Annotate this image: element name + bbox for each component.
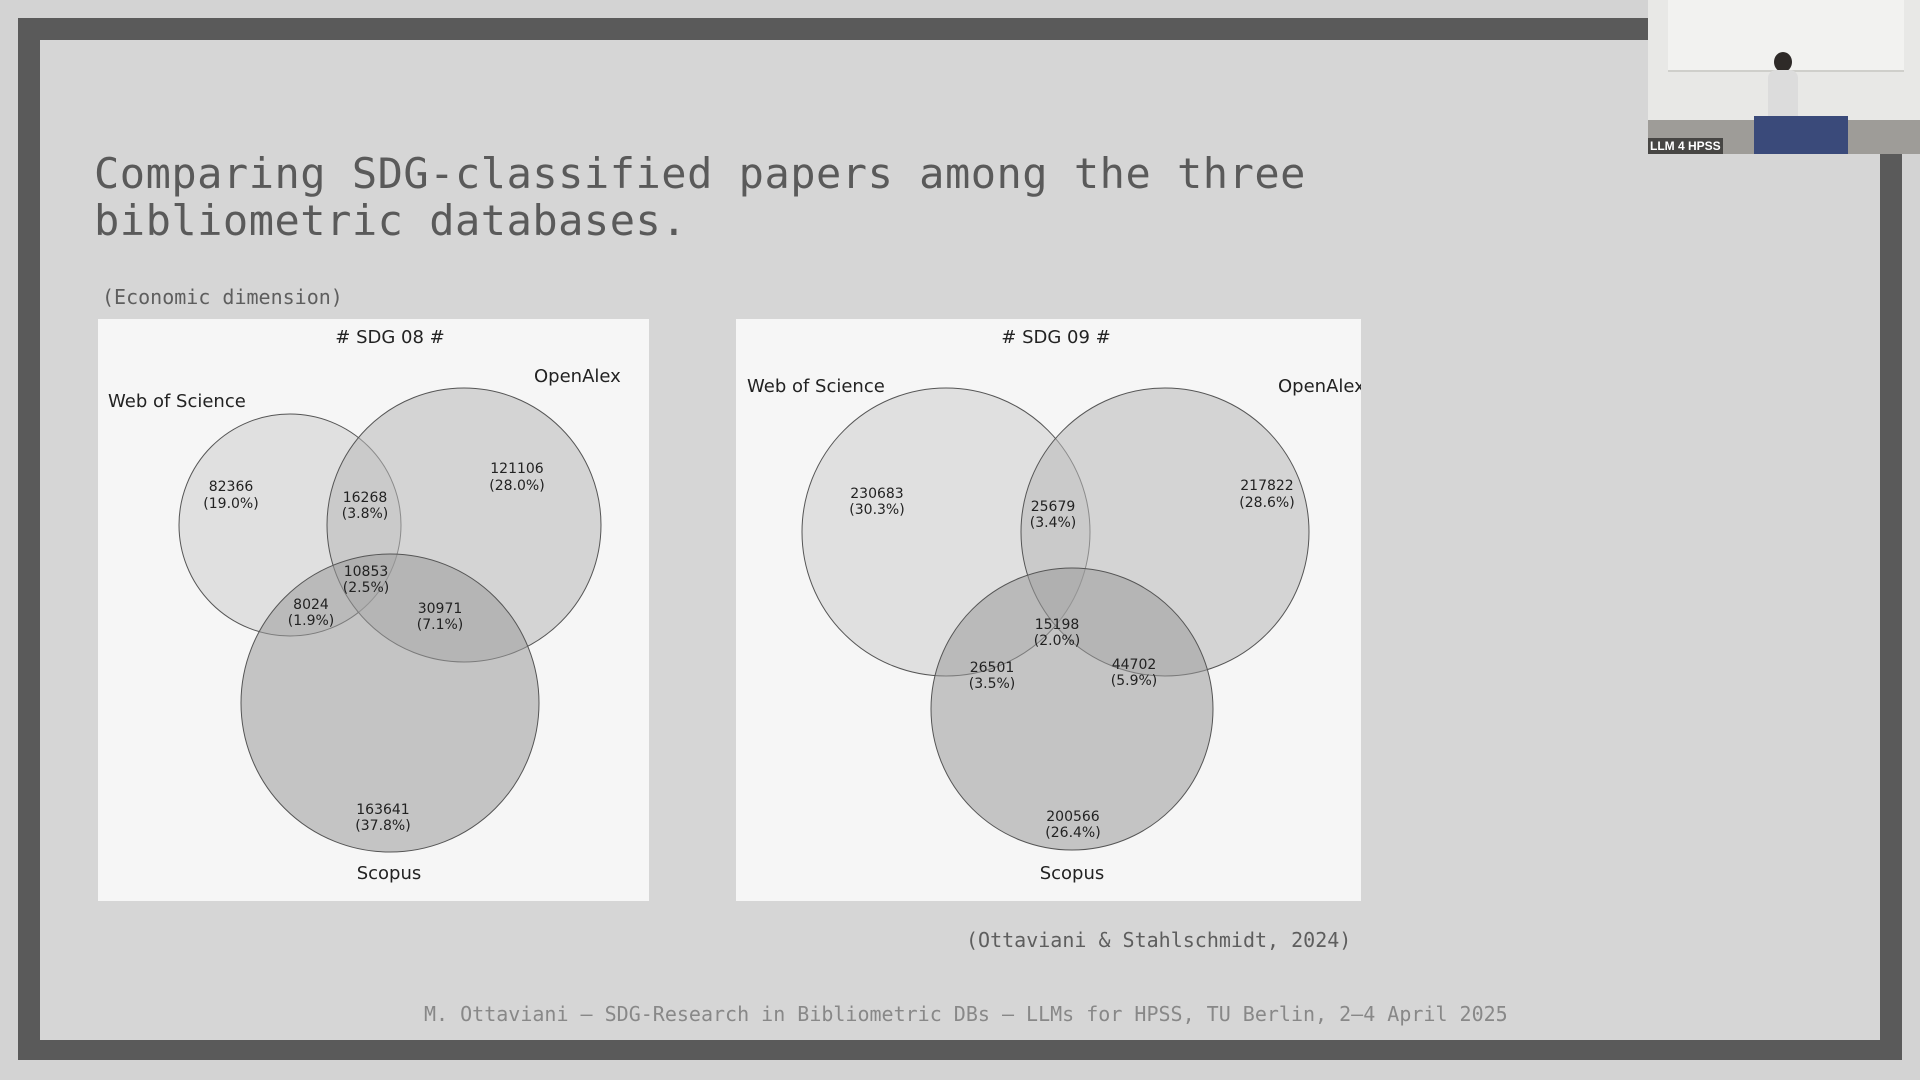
speaker-webcam: LLM 4 HPSS (1648, 0, 1920, 154)
region-percent: (2.0%) (1034, 633, 1081, 649)
region-count: 8024 (293, 597, 329, 613)
region-percent: (28.6%) (1239, 495, 1294, 511)
venn-panel-sdg09: # SDG 09 # Web of Science OpenAlex Scopu… (736, 319, 1361, 901)
venn-panel-sdg08: # SDG 08 # Web of Science OpenAlex Scopu… (98, 319, 649, 901)
region-count: 10853 (344, 564, 389, 580)
speaker-body (1768, 70, 1798, 120)
region-percent: (30.3%) (849, 502, 904, 518)
openalex-label: OpenAlex (534, 366, 621, 387)
region-percent: (19.0%) (203, 496, 258, 512)
region-count: 121106 (490, 461, 544, 477)
region-count: 26501 (970, 660, 1015, 676)
speaker-head (1774, 52, 1792, 72)
scopus-circle (240, 553, 540, 853)
region-percent: (37.8%) (355, 818, 410, 834)
region-percent: (3.8%) (342, 506, 389, 522)
scopus-label: Scopus (1040, 863, 1105, 884)
region-percent: (1.9%) (288, 613, 335, 629)
slide-footer: M. Ottaviani – SDG-Research in Bibliomet… (424, 1002, 1508, 1026)
region-count: 15198 (1035, 617, 1080, 633)
region-percent: (3.5%) (969, 676, 1016, 692)
wos-label: Web of Science (747, 376, 885, 397)
webcam-label: LLM 4 HPSS (1648, 138, 1723, 154)
region-count: 200566 (1046, 809, 1100, 825)
slide-title: Comparing SDG-classified papers among th… (94, 149, 1306, 245)
venn-diagram-sdg09: # SDG 09 # Web of Science OpenAlex Scopu… (747, 327, 1361, 884)
region-count: 25679 (1031, 499, 1076, 515)
region-count: 82366 (209, 479, 254, 495)
venn-diagram-sdg08: # SDG 08 # Web of Science OpenAlex Scopu… (108, 327, 621, 884)
region-count: 16268 (343, 490, 388, 506)
region-percent: (7.1%) (417, 617, 464, 633)
webcam-podium (1754, 116, 1848, 154)
region-percent: (5.9%) (1111, 673, 1158, 689)
venn-title: # SDG 09 # (1001, 327, 1110, 348)
openalex-label: OpenAlex (1278, 376, 1361, 397)
region-count: 44702 (1112, 657, 1157, 673)
wos-label: Web of Science (108, 391, 246, 412)
region-count: 163641 (356, 802, 409, 818)
region-count: 30971 (418, 601, 463, 617)
slide-subtitle: (Economic dimension) (102, 285, 343, 309)
slide: Comparing SDG-classified papers among th… (40, 40, 1880, 1040)
scopus-label: Scopus (357, 863, 422, 884)
region-percent: (2.5%) (343, 580, 390, 596)
venn-title: # SDG 08 # (335, 327, 444, 348)
region-percent: (28.0%) (489, 478, 544, 494)
region-count: 230683 (850, 486, 903, 502)
region-percent: (26.4%) (1045, 825, 1100, 841)
scopus-circle (930, 567, 1214, 851)
citation: (Ottaviani & Stahlschmidt, 2024) (966, 928, 1352, 952)
region-count: 217822 (1240, 478, 1293, 494)
region-percent: (3.4%) (1030, 515, 1077, 531)
